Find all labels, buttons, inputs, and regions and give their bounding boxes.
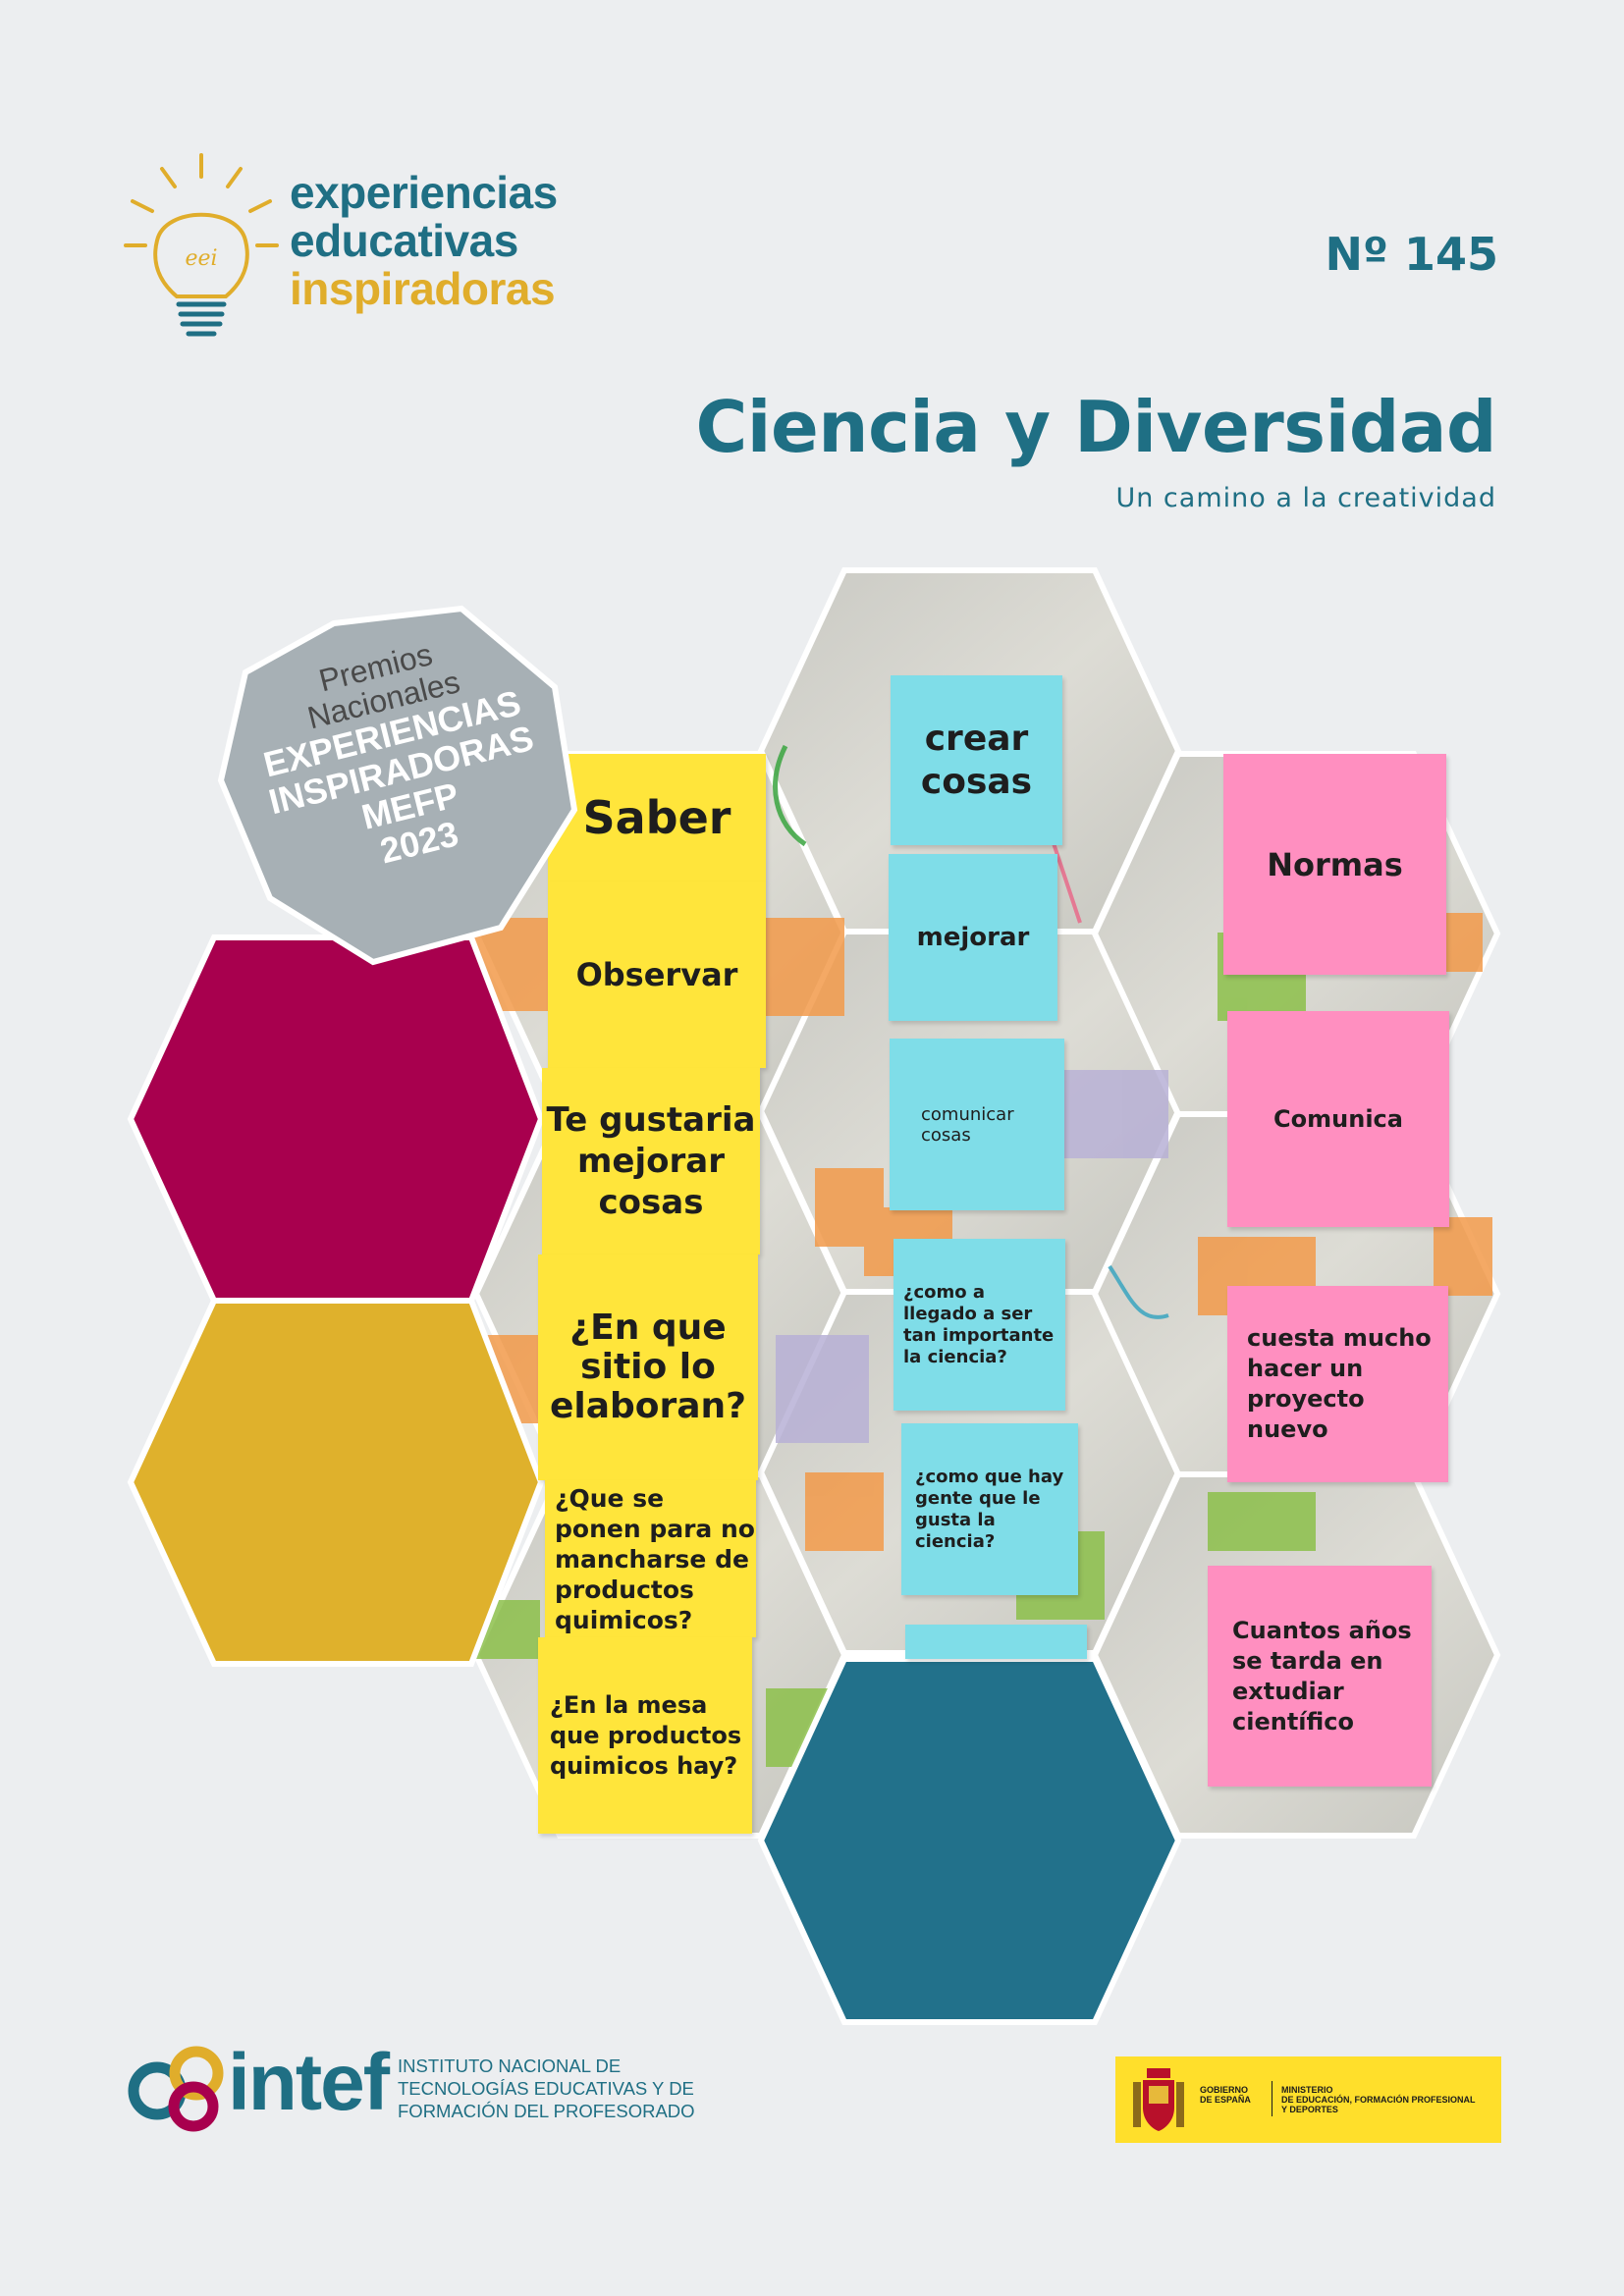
intef-line-1: INSTITUTO NACIONAL DE xyxy=(398,2056,622,2076)
note-como-a-llegado: ¿como a llegado a ser tan importante la … xyxy=(893,1239,1065,1411)
intef-description: INSTITUTO NACIONAL DE TECNOLOGÍAS EDUCAT… xyxy=(398,2055,695,2122)
bulb-mark: eei xyxy=(185,246,217,271)
ministry-line-2: DE EDUCACIÓN, FORMACIÓN PROFESIONAL xyxy=(1281,2095,1476,2105)
note-normas: Normas xyxy=(1223,754,1446,975)
note-crear-cosas: crear cosas xyxy=(891,675,1062,845)
note-comunicar-cosas: comunicar cosas xyxy=(890,1039,1064,1210)
note-que-se-ponen: ¿Que se ponen para no mancharse de produ… xyxy=(545,1480,756,1637)
intef-wordmark: intef xyxy=(228,2038,390,2127)
brand-line-2: educativas xyxy=(290,215,518,266)
intef-logo-icon xyxy=(128,2046,224,2132)
issue-number: Nº 145 xyxy=(1325,228,1498,281)
note-en-que-sitio: ¿En que sitio lo elaboran? xyxy=(538,1255,758,1480)
coat-of-arms-icon xyxy=(1133,2068,1184,2131)
note-cyan-partial xyxy=(905,1625,1087,1659)
gov-line-2: DE ESPAÑA xyxy=(1200,2095,1251,2105)
ministry-line-3: Y DEPORTES xyxy=(1281,2105,1338,2114)
note-en-la-mesa: ¿En la mesa que productos quimicos hay? xyxy=(538,1637,752,1834)
ministry-text: MINISTERIO DE EDUCACIÓN, FORMACIÓN PROFE… xyxy=(1281,2085,1476,2114)
brand-wordmark: experiencias educativas inspiradoras xyxy=(290,169,558,313)
intef-line-2: TECNOLOGÍAS EDUCATIVAS Y DE xyxy=(398,2078,694,2099)
ministry-line-1: MINISTERIO xyxy=(1281,2085,1333,2095)
page-title: Ciencia y Diversidad xyxy=(695,386,1496,468)
page-subtitle: Un camino a la creatividad xyxy=(1115,483,1496,513)
gov-line-1: GOBIERNO xyxy=(1200,2085,1249,2095)
brand-line-1: experiencias xyxy=(290,167,558,218)
note-cuesta-mucho: cuesta mucho hacer un proyecto nuevo xyxy=(1227,1286,1448,1482)
background-scraps xyxy=(461,744,1492,1767)
gov-text: GOBIERNO DE ESPAÑA xyxy=(1200,2085,1251,2105)
award-badge xyxy=(217,605,578,966)
note-como-que-hay: ¿como que hay gente que le gusta la cien… xyxy=(901,1423,1078,1595)
note-comunica: Comunica xyxy=(1227,1011,1449,1227)
brand-line-3: inspiradoras xyxy=(290,263,556,314)
note-saber: Saber xyxy=(548,754,766,881)
note-mejorar: mejorar xyxy=(889,854,1057,1021)
magenta-hex xyxy=(127,934,545,1304)
lightbulb-icon: eei xyxy=(124,153,279,337)
mustard-hex xyxy=(127,1298,545,1667)
intef-line-3: FORMACIÓN DEL PROFESORADO xyxy=(398,2101,695,2121)
note-cuantos-anos: Cuantos años se tarda en extudiar cientí… xyxy=(1208,1566,1432,1787)
teal-hex xyxy=(757,1656,1182,2025)
note-observar: Observar xyxy=(548,881,766,1068)
note-te-gustaria: Te gustaria mejorar cosas xyxy=(542,1068,760,1255)
